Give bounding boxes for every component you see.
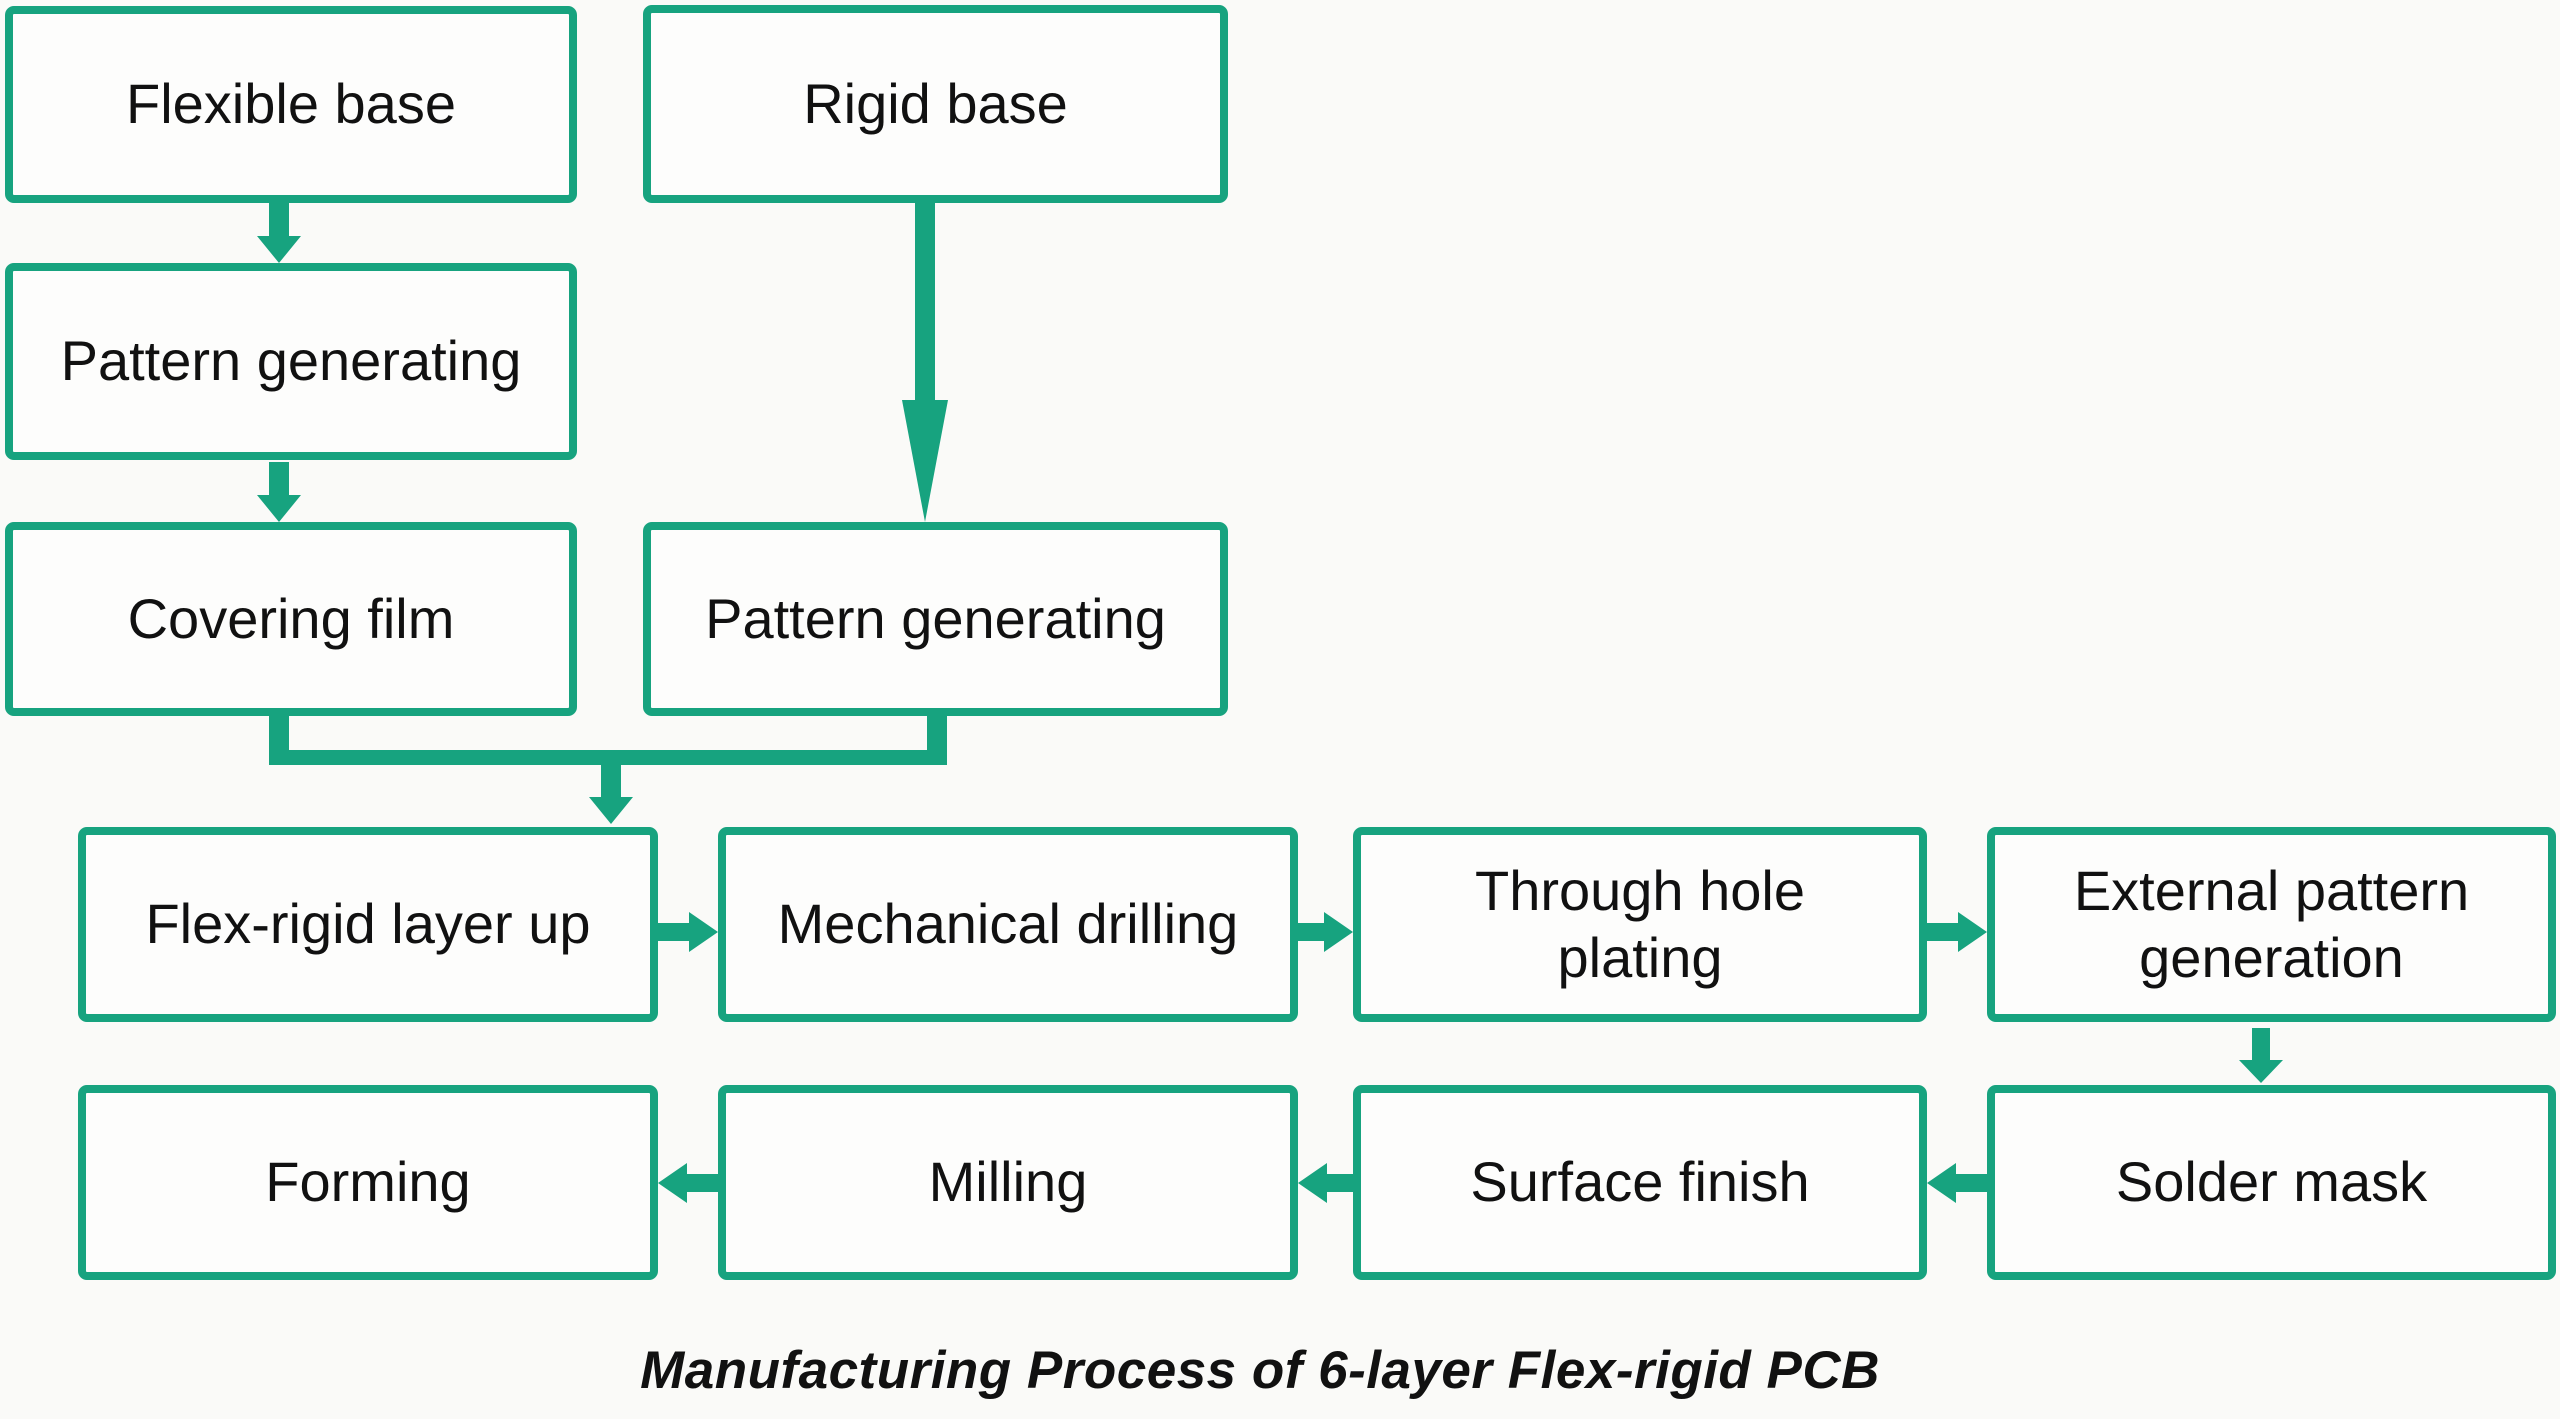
node-rigid-base: Rigid base <box>643 5 1228 203</box>
node-flex-rigid-layer-up: Flex-rigid layer up <box>78 827 658 1022</box>
node-through-hole-plating: Through hole plating <box>1353 827 1927 1022</box>
connector-merge-bar <box>269 712 947 765</box>
node-flexible-base: Flexible base <box>5 6 577 203</box>
node-external-pattern-generation: External pattern generation <box>1987 827 2556 1022</box>
arrow-mechanical-drilling-to-through-hole-plating <box>1298 912 1353 952</box>
arrow-pattern-generating-to-covering-film <box>257 462 301 522</box>
node-mechanical-drilling: Mechanical drilling <box>718 827 1298 1022</box>
node-covering-film: Covering film <box>5 522 577 716</box>
arrow-external-pattern-to-solder-mask <box>2239 1028 2283 1083</box>
node-solder-mask: Solder mask <box>1987 1085 2556 1280</box>
diagram-caption: Manufacturing Process of 6-layer Flex-ri… <box>640 1341 1880 1400</box>
node-forming: Forming <box>78 1085 658 1280</box>
arrow-flex-rigid-to-mechanical-drilling <box>658 912 718 952</box>
arrow-solder-mask-to-surface-finish <box>1927 1163 1987 1203</box>
node-milling: Milling <box>718 1085 1298 1280</box>
arrow-flexible-base-to-pattern-generating <box>257 203 301 263</box>
arrow-rigid-base-to-pattern-generating <box>902 203 948 522</box>
arrow-merge-to-flex-rigid-layer-up <box>589 765 633 824</box>
node-pattern-generating-flex: Pattern generating <box>5 263 577 460</box>
node-surface-finish: Surface finish <box>1353 1085 1927 1280</box>
node-pattern-generating-rigid: Pattern generating <box>643 522 1228 716</box>
arrow-milling-to-forming <box>658 1163 718 1203</box>
arrow-through-hole-to-external-pattern <box>1927 912 1987 952</box>
arrow-surface-finish-to-milling <box>1298 1163 1353 1203</box>
